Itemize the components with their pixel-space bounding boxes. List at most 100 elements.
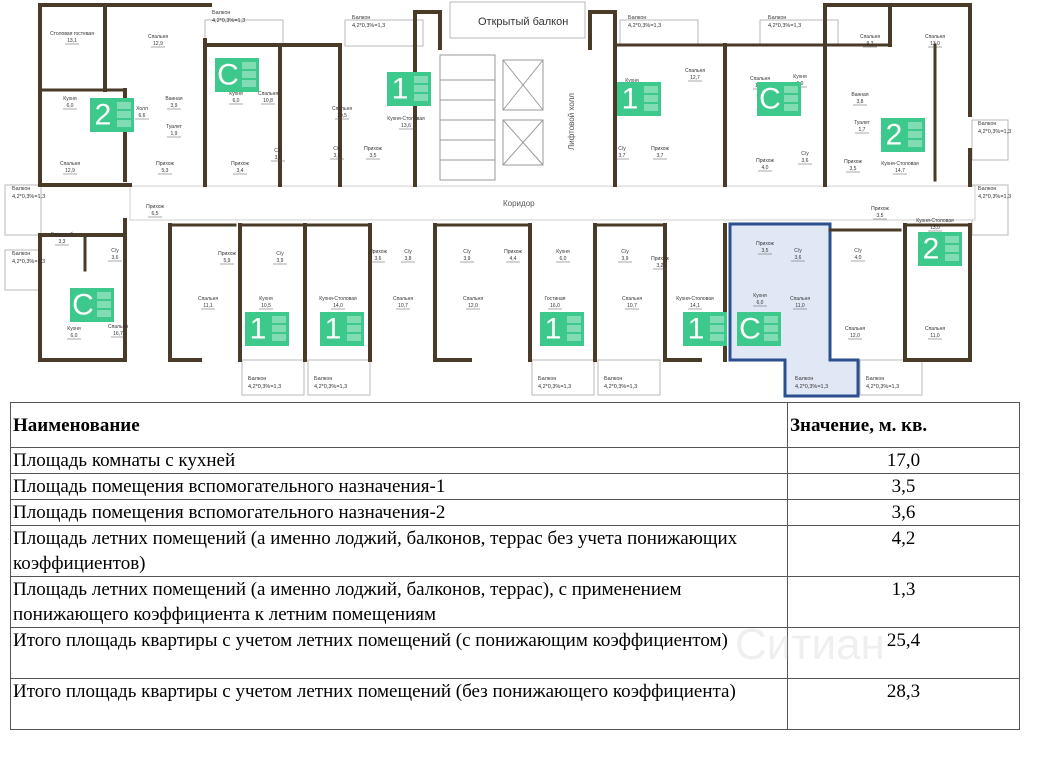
unit-badge-label: C [72, 289, 94, 322]
room-area: 3,5 [370, 153, 377, 159]
room-name: Кухня-Столовая [387, 116, 425, 122]
room-area: 3,5 [877, 213, 884, 219]
room-area: 1,9 [171, 131, 178, 137]
balcony-name: Балкон [795, 376, 813, 382]
unit-badge-bg [683, 312, 727, 346]
corridor-label: Коридор [503, 199, 535, 208]
room-area: 3,9 [464, 256, 471, 262]
room-name: Спальня [393, 296, 413, 302]
room-name: С/у [404, 249, 412, 255]
room-area: 14,7 [895, 168, 905, 174]
unit-badge-cell [117, 120, 131, 127]
row-name: Итого площадь квартиры с учетом летних п… [10, 678, 788, 730]
unit-badge-label: 2 [886, 119, 903, 152]
room-name: Спальня [332, 106, 352, 112]
room-name: Прихож [756, 241, 774, 247]
balcony-name: Балкон [314, 376, 332, 382]
unit-badge-label: 1 [545, 313, 562, 346]
room-area: 12,9 [153, 41, 163, 47]
room-area: 3,7 [619, 153, 626, 159]
unit-badge-cell [242, 80, 256, 87]
unit-badge-cell [784, 86, 798, 93]
balcony-name: Балкон [978, 186, 996, 192]
unit-badge-cell [644, 86, 658, 93]
room-area: 11,0 [795, 303, 805, 309]
room-area: 4,0 [762, 165, 769, 171]
room-name: С/у [621, 249, 629, 255]
room-area: 11,1 [203, 303, 213, 309]
unit-badge-cell [272, 334, 286, 341]
unit-badge: 1 [320, 312, 364, 346]
unit-badge-cell [945, 236, 959, 243]
unit-badge-bg [245, 312, 289, 346]
balcony-dims: 4,2*0,3%=1,3 [12, 259, 45, 265]
room-area: 6,5 [152, 211, 159, 217]
unit-badge-cell [764, 334, 778, 341]
unit-badge-label: 1 [250, 313, 267, 346]
unit-badge: C [757, 82, 801, 116]
balcony-dims: 4,2*0,3%=1,3 [978, 194, 1011, 200]
room-name: Прихож [146, 204, 164, 210]
room-name: Прихож [369, 249, 387, 255]
unit-badge-label: 2 [923, 233, 940, 266]
unit-badge-bg [540, 312, 584, 346]
unit-badge-bg [90, 98, 134, 132]
balcony-name: Балкон [538, 376, 556, 382]
room-area: 16,7 [113, 331, 123, 337]
unit-badge-cell [764, 325, 778, 332]
row-value: 3,6 [787, 499, 1020, 526]
corridor [129, 185, 976, 221]
unit-badge: 2 [90, 98, 134, 132]
room-name: Спальня [860, 34, 880, 40]
row-name: Итого площадь квартиры с учетом летних п… [10, 627, 788, 679]
unit-badge-cell [347, 334, 361, 341]
unit-badge-label: C [759, 83, 781, 116]
unit-badge-cell [97, 310, 111, 317]
table-row: Итого площадь квартиры с учетом летних п… [10, 627, 1020, 679]
row-name: Площадь комнаты с кухней [10, 447, 788, 474]
watermark: Ситиан [735, 620, 885, 669]
room-area: 14,1 [690, 303, 700, 309]
unit-badge-cell [347, 325, 361, 332]
balcony-dims: 4,2*0,3%=1,3 [538, 384, 571, 390]
unit-badge-cell [117, 102, 131, 109]
room-area: 10,8 [263, 98, 273, 104]
room-name: Кухня [625, 78, 639, 84]
unit-badge: 1 [683, 312, 727, 346]
unit-badge-bg [918, 232, 962, 266]
balcony-name: Балкон [866, 376, 884, 382]
room-area: 13,0 [930, 41, 940, 47]
room-area: 3,7 [657, 153, 664, 159]
unit-badge-cell [414, 94, 428, 101]
room-area: 14,0 [333, 303, 343, 309]
room-area: 13,1 [67, 38, 77, 44]
room-area: 12,0 [850, 333, 860, 339]
room-area: 10,7 [627, 303, 637, 309]
balcony-name: Балкон [768, 15, 786, 21]
unit-badge-cell [644, 95, 658, 102]
unit-badge: C [737, 312, 781, 346]
unit-badge-bg [70, 288, 114, 322]
room-area: 3,8 [405, 256, 412, 262]
room-name: Кухня-Столовая [319, 296, 357, 302]
room-name: С/у [463, 249, 471, 255]
row-value: 28,3 [787, 678, 1020, 730]
table-row: Итого площадь квартиры с учетом летних п… [10, 678, 1020, 730]
unit-badge: 2 [881, 118, 925, 152]
room-name: Прихож [156, 161, 174, 167]
unit-badge-bg [215, 58, 259, 92]
unit-badge-label: 1 [622, 83, 639, 116]
room-area: 1,7 [859, 127, 866, 133]
room-name: Кухня [556, 249, 570, 255]
room-area: 12,9 [65, 168, 75, 174]
walls [38, 3, 972, 362]
room-name: С/у [111, 248, 119, 254]
room-area: 3,5 [850, 166, 857, 172]
balcony-name: Балкон [978, 121, 996, 127]
room-name: Спальня [60, 161, 80, 167]
unit-badge-bg [617, 82, 661, 116]
room-name: Кухня [753, 293, 767, 299]
unit-badge-cell [414, 85, 428, 92]
room-name: С/у [274, 148, 282, 154]
unit-badge-cell [272, 316, 286, 323]
